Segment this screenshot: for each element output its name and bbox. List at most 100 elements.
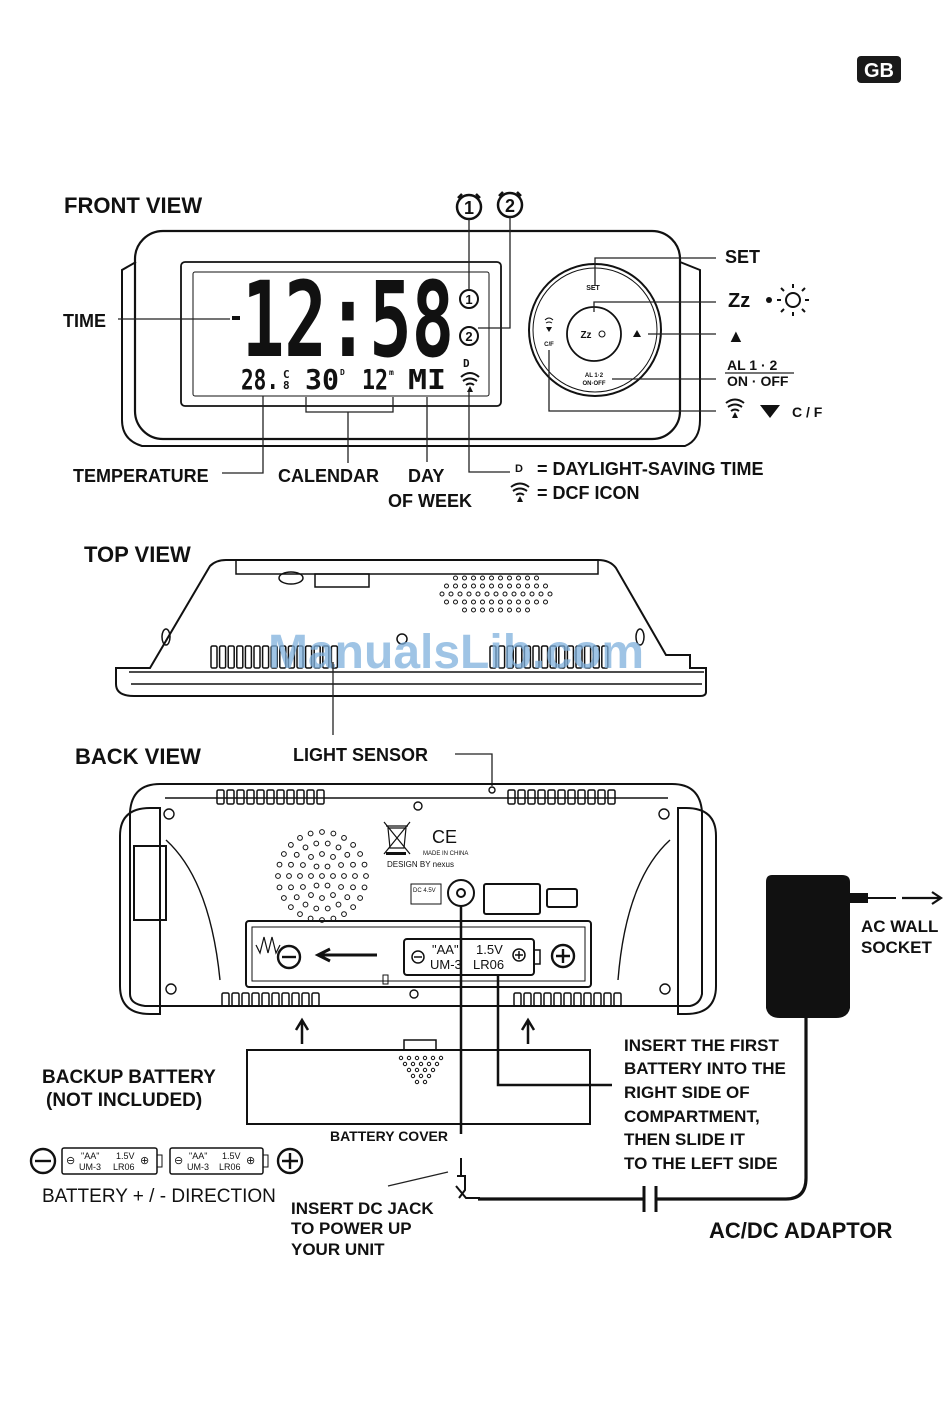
grip-dot <box>418 1061 424 1067</box>
grille-hole <box>439 591 445 597</box>
dir-battery-1-voltage: 1.5V <box>116 1151 135 1161</box>
grille-hole <box>480 599 485 605</box>
vent-slot <box>306 789 315 805</box>
grille-hole <box>338 884 344 890</box>
backup-battery-label-2: (NOT INCLUDED) <box>46 1090 202 1111</box>
alarm-1-icon: 1 <box>455 193 483 221</box>
grille-hole <box>507 575 512 581</box>
dc-jack-line-2: TO POWER UP <box>291 1219 412 1238</box>
vent-slot <box>587 789 596 805</box>
grille-hole <box>330 873 336 879</box>
alarm-onoff-label-2: ON · OFF <box>727 373 789 389</box>
grille-hole <box>538 591 544 597</box>
back-small-slot <box>546 888 578 908</box>
lcd-temp-unit-bottom: 8 <box>283 379 290 392</box>
grille-hole <box>471 599 476 605</box>
vent-slot <box>316 789 325 805</box>
grille-hole <box>324 905 331 912</box>
vent-slot <box>557 789 566 805</box>
insert-first-line-3: RIGHT SIDE OF <box>624 1083 750 1102</box>
grip-dot <box>438 1055 444 1061</box>
vent-slot <box>296 789 305 805</box>
grille-hole <box>529 591 535 597</box>
vent-slot <box>577 789 586 805</box>
vent-slot <box>286 789 295 805</box>
dir-battery-2-minus: ⊖ <box>174 1155 183 1167</box>
grille-hole <box>307 830 314 837</box>
battery-voltage: 1.5V <box>476 942 503 957</box>
lcd-alarm-1-text: 1 <box>465 292 472 307</box>
lcd-date-day-sup: D <box>340 368 345 377</box>
vent-slot <box>226 789 235 805</box>
vent-slot <box>558 645 566 669</box>
dst-letter: D <box>515 463 523 475</box>
vent-slot <box>246 789 255 805</box>
vent-slot <box>281 992 290 1007</box>
vent-slot <box>517 789 526 805</box>
grille-hole <box>357 895 364 901</box>
vent-slot <box>567 789 576 805</box>
grip-dot <box>414 1079 420 1085</box>
back-speaker-grille <box>275 829 369 923</box>
vent-slot <box>575 645 583 669</box>
weee-bin-icon <box>383 821 411 855</box>
lcd-dst-mark: D <box>463 357 470 370</box>
vent-slot <box>218 645 227 669</box>
lcd-weekday: MI <box>408 363 446 396</box>
vent-slot <box>603 992 612 1007</box>
grille-hole <box>453 599 458 605</box>
grille-hole <box>280 895 287 901</box>
vent-slot <box>313 645 321 669</box>
grille-hole <box>462 607 467 613</box>
grip-dot <box>430 1055 436 1061</box>
vent-slot <box>515 645 523 669</box>
grille-hole <box>335 901 342 908</box>
grille-hole <box>344 894 351 901</box>
adaptor-cable <box>478 1016 808 1201</box>
grille-hole <box>293 851 300 858</box>
grille-hole <box>534 575 539 581</box>
grille-hole <box>286 873 292 879</box>
day-of-week-label-2: OF WEEK <box>388 491 472 511</box>
grille-hole <box>462 575 467 581</box>
vent-slot <box>489 645 497 669</box>
grille-hole <box>525 575 530 581</box>
grille-hole <box>319 851 325 857</box>
vent-slot <box>593 992 602 1007</box>
vent-slot <box>301 992 310 1007</box>
dst-label: = DAYLIGHT-SAVING TIME <box>537 459 764 479</box>
grille-hole <box>489 607 494 613</box>
grip-dot <box>398 1055 404 1061</box>
grille-hole <box>498 583 503 589</box>
grille-hole <box>502 591 508 597</box>
grille-hole <box>489 599 494 605</box>
vent-slot <box>523 992 532 1007</box>
vent-slot <box>583 992 592 1007</box>
vent-slot <box>227 645 235 669</box>
grip-dot <box>422 1067 428 1073</box>
grille-hole <box>319 829 325 835</box>
knob-up-icon <box>633 330 641 337</box>
vent-slot <box>549 645 557 669</box>
vent-slot <box>261 992 270 1007</box>
grille-hole <box>543 599 548 605</box>
light-sensor-label: LIGHT SENSOR <box>293 745 428 765</box>
battery-cover-grip <box>398 1055 444 1085</box>
cover-arrow-left <box>294 1017 310 1044</box>
vent-slot <box>613 992 622 1007</box>
vent-slot <box>261 645 270 669</box>
lcd-temp-unit-top: C <box>283 368 290 381</box>
vent-slot <box>266 789 275 805</box>
vent-slot <box>221 992 230 1007</box>
vent-slot <box>241 992 250 1007</box>
grille-hole <box>525 607 530 613</box>
grille-hole <box>313 882 320 889</box>
vent-slot <box>540 645 549 669</box>
grille-hole <box>462 583 467 589</box>
battery-type: "AA" <box>432 942 459 957</box>
dcf-legend-icon <box>510 482 530 502</box>
lcd-date-day: 30 <box>305 363 339 396</box>
grille-hole <box>534 583 539 589</box>
grille-hole <box>363 873 369 879</box>
